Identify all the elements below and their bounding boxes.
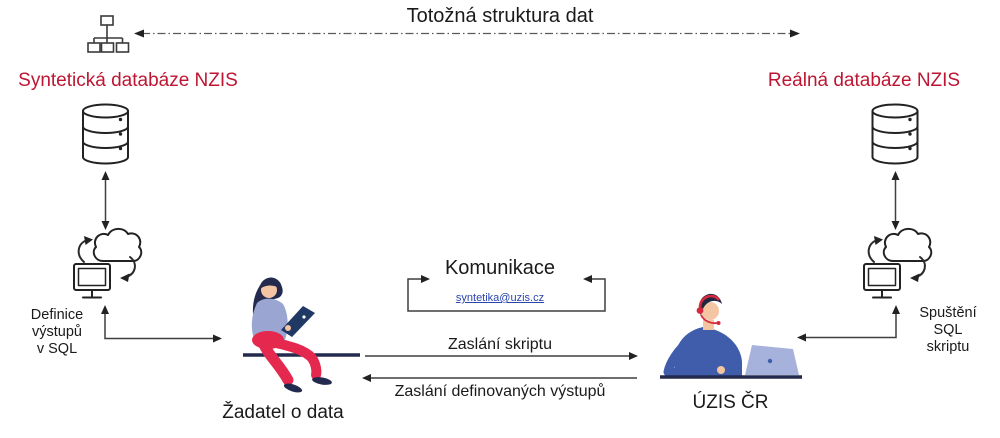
- cloud-icon: [92, 227, 143, 262]
- db-sync-arrow-left: [101, 171, 110, 230]
- headset-icon: [698, 294, 721, 308]
- cloud-computer-icon-right: [863, 227, 933, 299]
- execution-elbow-arrow: [797, 305, 900, 342]
- sql-execution-note: Spuštění SQL skriptu: [905, 305, 991, 356]
- identical-structure-arrow: [134, 29, 800, 38]
- cloud-computer-icon-left: [73, 227, 143, 299]
- note-line: skriptu: [926, 339, 970, 355]
- database-icon-right: [871, 103, 919, 165]
- communication-title: Komunikace: [444, 257, 556, 279]
- note-line: výstupů: [32, 324, 82, 340]
- uzis-label: ÚZIS ČR: [692, 392, 769, 413]
- database-icon-left: [82, 103, 129, 165]
- applicant-label: Žadatel o data: [222, 402, 344, 423]
- communication-bracket: [407, 275, 606, 312]
- org-chart-icon: [87, 15, 130, 53]
- sync-curl-left-icon: [77, 239, 88, 263]
- real-db-label: Reálná databáze NZIS: [767, 70, 961, 91]
- applicant-figure: [243, 277, 360, 393]
- note-line: Spuštění: [919, 305, 977, 321]
- db-sync-arrow-right: [890, 170, 901, 231]
- definition-elbow-arrow: [101, 305, 222, 343]
- email-link[interactable]: syntetika@uzis.cz: [455, 292, 545, 304]
- send-outputs-arrow: [362, 374, 637, 382]
- note-line: v SQL: [36, 341, 78, 357]
- send-script-label: Zaslání skriptu: [447, 336, 553, 353]
- uzis-operator-figure: [660, 293, 802, 379]
- monitor-icon: [73, 263, 111, 299]
- diagram-title: Totožná struktura dat: [406, 5, 594, 27]
- send-script-arrow: [365, 352, 638, 360]
- communication-email: syntetika@uzis.cz: [415, 292, 585, 304]
- send-outputs-label: Zaslání definovaných výstupů: [394, 383, 606, 400]
- operator-laptop: [745, 345, 799, 375]
- note-line: Definice: [30, 307, 84, 323]
- sql-definition-note: Definice výstupů v SQL: [14, 307, 100, 358]
- synthetic-db-label: Syntetická databáze NZIS: [18, 70, 238, 91]
- note-line: SQL: [933, 322, 963, 338]
